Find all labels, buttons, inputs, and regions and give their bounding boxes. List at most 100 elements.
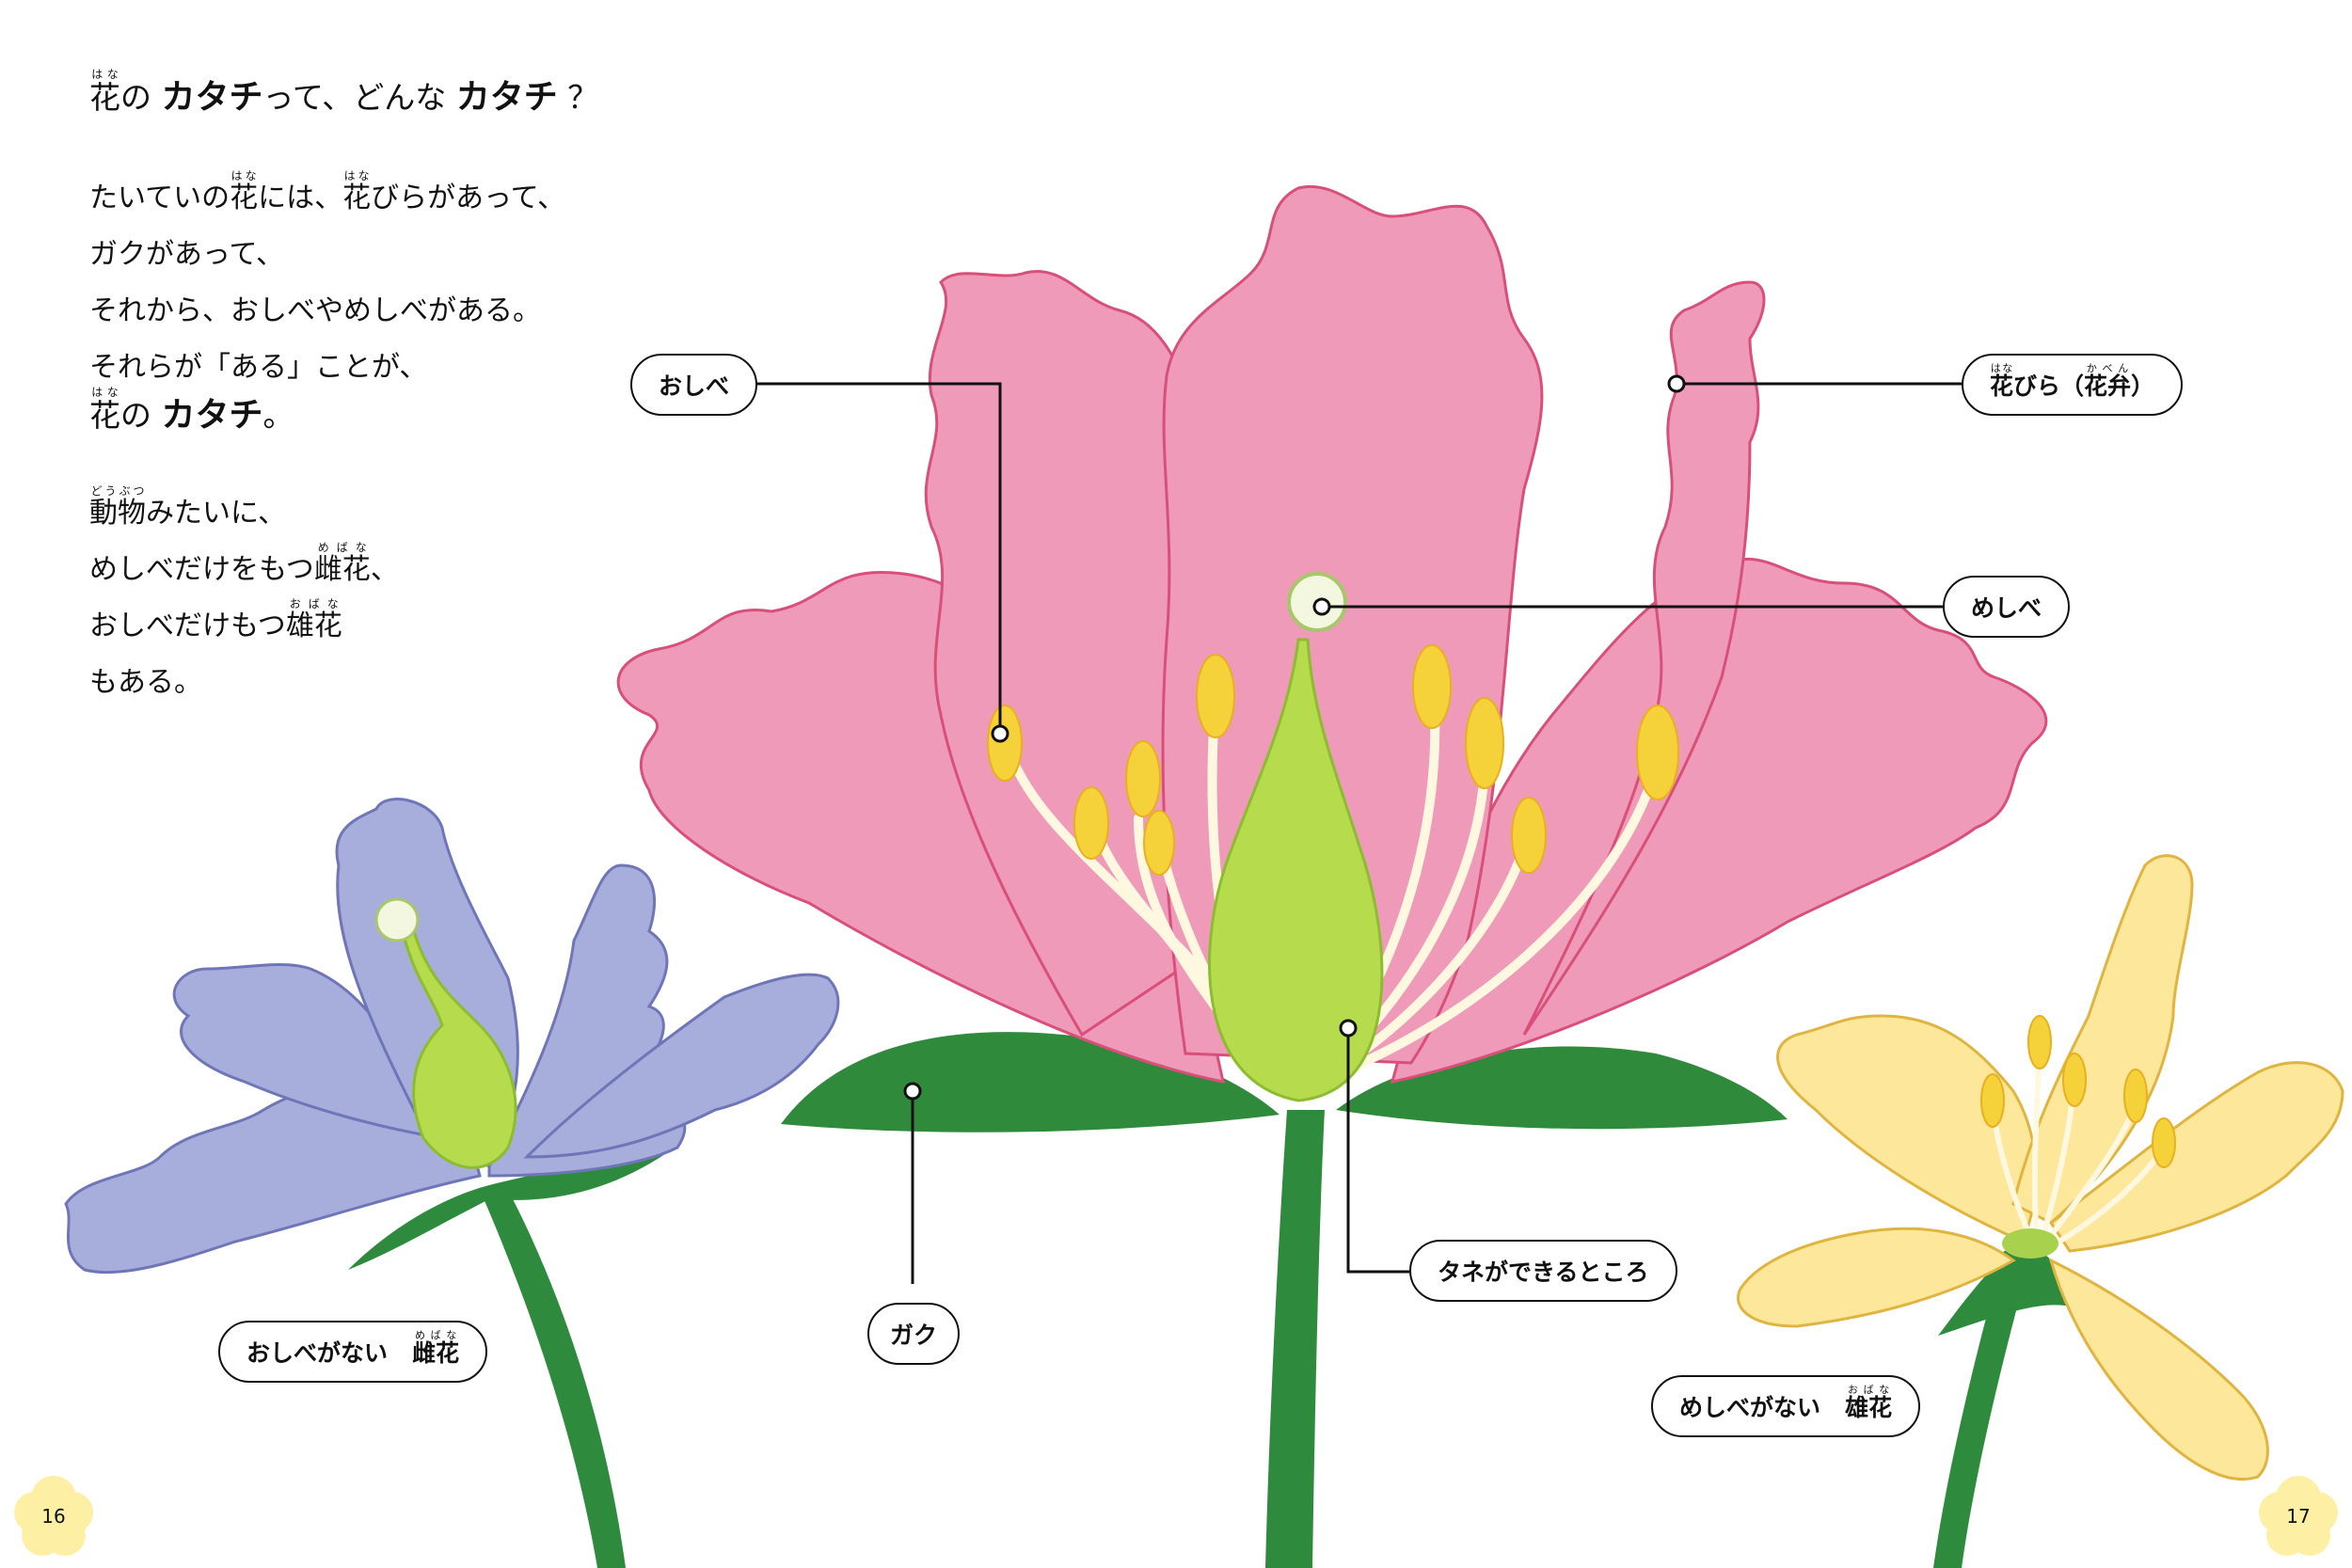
- label-kaben-kaben-ruby: かべん: [2084, 362, 2132, 374]
- page-number-left: 16: [21, 1483, 87, 1549]
- line8-obana: 雄花おばな: [285, 597, 342, 642]
- label-kaben-mid: びら（: [2013, 372, 2085, 400]
- yellow-flower-receptacle: [2002, 1228, 2058, 1259]
- pink-petal-right: [1390, 558, 2048, 1084]
- line5-hana: 花はな: [89, 386, 120, 434]
- heading-no: の: [120, 79, 151, 116]
- blue-flower-pistil: [401, 929, 517, 1169]
- label-meshibe: めしべ: [1943, 576, 2071, 638]
- label-obana-pre: めしべがない: [1679, 1394, 1821, 1421]
- text-line-4: それらが「ある」ことが、: [89, 351, 428, 384]
- line1-hana2: 花はな: [342, 169, 372, 214]
- label-kaben-end: ）: [2131, 372, 2155, 400]
- line1-mid: には、: [258, 182, 343, 214]
- line8-obana-ruby: おばな: [285, 597, 342, 610]
- line1-hana-ruby: はな: [230, 169, 259, 182]
- page-number-right-text: 17: [2286, 1505, 2311, 1528]
- line1-hana-text: 花: [230, 182, 259, 214]
- line8-obana-text: 雄花: [285, 610, 342, 642]
- pink-flower-stem: [1265, 1110, 1325, 1568]
- label-obana-kanji: 雄花おばな: [1845, 1384, 1893, 1421]
- heading-katachi-1: カタチ: [161, 78, 263, 117]
- line6-dobutsu: 動物どうぶつ: [89, 484, 146, 530]
- label-mebana: おしべがない 雌花めばな: [218, 1321, 488, 1383]
- line5-end: 。: [262, 397, 294, 434]
- yellow-petal-left: [1737, 1227, 2016, 1328]
- blue-flower-stigma: [374, 897, 420, 942]
- yellow-petal-top: [2011, 854, 2194, 1225]
- label-mebana-ruby: めばな: [412, 1329, 460, 1341]
- label-kaben-hana: 花はな: [1990, 362, 2014, 400]
- yellow-petal-upper-left: [1776, 1014, 2038, 1244]
- line1-post: びらがあって、: [371, 182, 566, 214]
- heading-hana-text: 花: [89, 79, 120, 116]
- label-mebana-pre: おしべがない: [246, 1339, 389, 1367]
- heading-question: ？: [567, 79, 599, 116]
- label-tane: タネができるところ: [1409, 1240, 1677, 1302]
- leader-tane: [1346, 1028, 1409, 1274]
- line1-hana2-text: 花: [342, 182, 372, 214]
- line7-mebana: 雌花めばな: [313, 541, 371, 586]
- line1-hana2-ruby: はな: [342, 169, 372, 182]
- text-line-1: たいていの花はなには、花はなびらがあって、: [89, 169, 565, 215]
- page-heading: 花はなの カタチって、どんな カタチ ？: [89, 68, 598, 120]
- pink-flower: [616, 184, 2048, 1568]
- text-line-7: めしべだけをもつ雌花めばな、: [89, 541, 399, 587]
- heading-mid: って、どんな: [262, 79, 447, 116]
- line6-dobutsu-ruby: どうぶつ: [89, 484, 146, 498]
- line5-hana-ruby: はな: [89, 386, 120, 399]
- label-kaben: 花はなびら（花弁かべん）: [1962, 354, 2184, 416]
- blue-petal-upper-left: [172, 963, 445, 1140]
- label-obana-ruby: おばな: [1845, 1384, 1893, 1396]
- label-obana-text: 雄花: [1845, 1394, 1893, 1421]
- blue-petal-far-right: [523, 973, 840, 1159]
- label-kaben-hana-ruby: はな: [1990, 362, 2014, 374]
- page-number-left-text: 16: [41, 1505, 66, 1528]
- label-gaku: ガク: [867, 1303, 961, 1365]
- text-line-9: もある。: [89, 666, 202, 699]
- page-badge-left: [14, 1476, 93, 1556]
- pink-flower-pistil: [1208, 638, 1384, 1102]
- label-obana: めしべがない 雄花おばな: [1651, 1375, 1921, 1437]
- line6-post: みたいに、: [146, 497, 287, 530]
- line7-mebana-text: 雌花: [313, 553, 371, 586]
- text-line-3: それから、おしべやめしべがある。: [89, 294, 541, 327]
- yellow-flower-sepal: [1938, 1242, 2074, 1336]
- yellow-petal-lower-right: [2048, 1258, 2269, 1481]
- yellow-flower: [1737, 854, 2344, 1568]
- text-line-8: おしべだけもつ雄花おばな: [89, 597, 342, 643]
- label-kaben-hana-text: 花: [1990, 372, 2014, 400]
- heading-hana: 花はな: [89, 68, 120, 116]
- line7-mebana-ruby: めばな: [313, 541, 371, 554]
- line6-dobutsu-text: 動物: [89, 497, 146, 530]
- text-line-5: 花はなの カタチ。: [89, 386, 294, 436]
- heading-katachi-2: カタチ: [455, 78, 558, 117]
- blue-flower-stem: [480, 1190, 626, 1568]
- leader-dots: [903, 374, 1686, 1101]
- yellow-flower-anthers: [1980, 1015, 2176, 1168]
- line7-pre: めしべだけをもつ: [89, 553, 314, 586]
- line5-hana-text: 花: [89, 397, 120, 434]
- blue-flower: [64, 798, 840, 1568]
- label-kaben-kaben-text: 花弁: [2084, 372, 2132, 400]
- line5-katachi: カタチ: [161, 396, 263, 435]
- label-mebana-text: 雌花: [412, 1339, 460, 1367]
- page-badge-right: [2259, 1476, 2338, 1556]
- label-oshibe: おしべ: [630, 354, 758, 416]
- yellow-flower-stem: [1933, 1251, 2032, 1568]
- label-kaben-kaben: 花弁かべん: [2084, 362, 2132, 400]
- line7-post: 、: [370, 553, 399, 586]
- line5-no: の: [120, 397, 151, 434]
- pink-petal-back-right: [1522, 280, 1766, 1036]
- heading-hana-ruby: はな: [89, 68, 120, 81]
- leader-lines: [748, 382, 1962, 1284]
- leader-oshibe: [748, 382, 1002, 734]
- line1-hana: 花はな: [230, 169, 259, 214]
- line1-pre: たいていの: [89, 182, 230, 214]
- line8-pre: おしべだけもつ: [89, 610, 286, 642]
- label-mebana-kanji: 雌花めばな: [412, 1329, 460, 1367]
- page-number-right: 17: [2265, 1483, 2331, 1549]
- blue-flower-sepal: [348, 1152, 668, 1270]
